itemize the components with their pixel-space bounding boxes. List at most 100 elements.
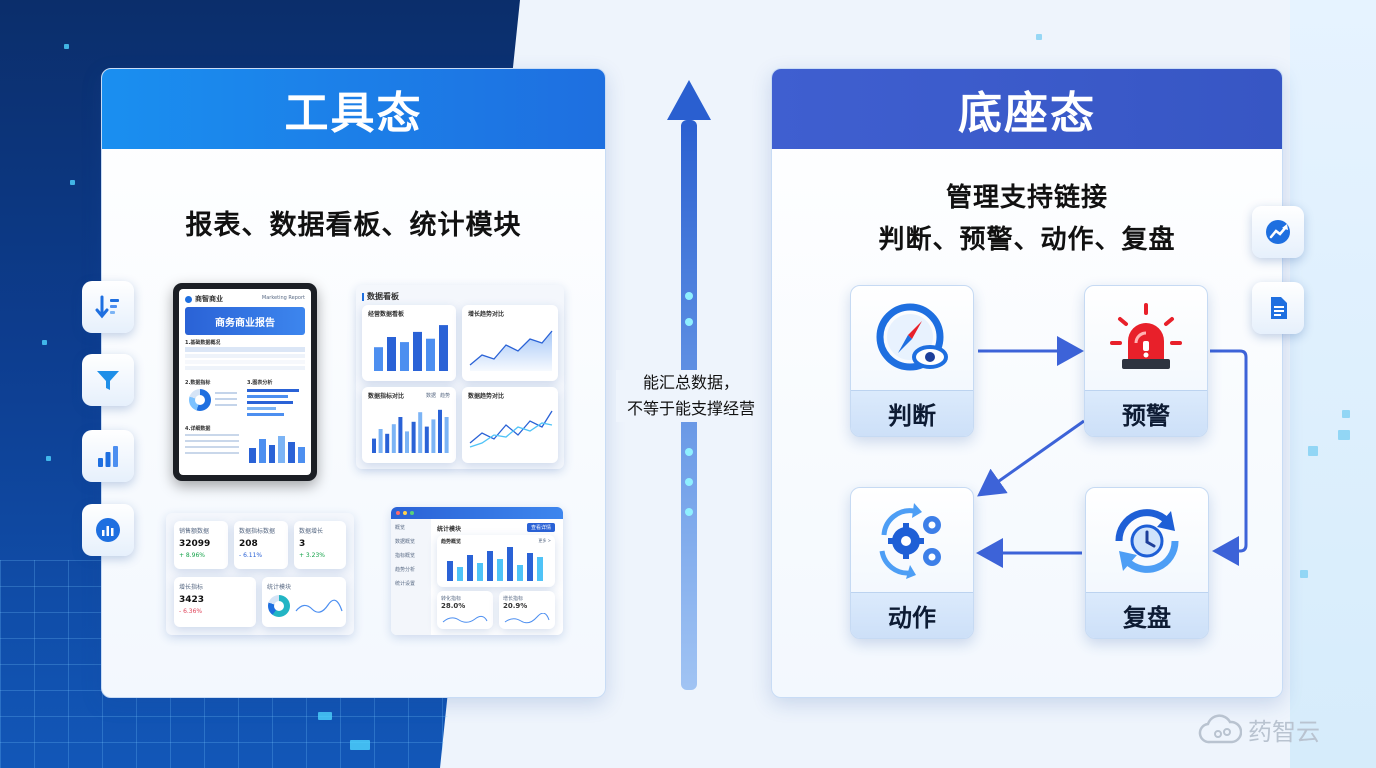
bar-mark: [527, 553, 533, 581]
report-table: [185, 347, 305, 373]
module-sidebar: 概览 数据概览 指标概览 趋势分析 统计设置: [391, 519, 431, 635]
report-banner: 商务商业报告: [185, 307, 305, 335]
alarm-light-icon: [1110, 303, 1182, 369]
report-hbars: [247, 389, 305, 416]
bar-mark: [447, 561, 453, 581]
trend-icon[interactable]: [1252, 206, 1304, 258]
decor-dot: [1338, 430, 1350, 440]
stat-2-change: - 6.11%: [239, 552, 263, 559]
filter-icon[interactable]: [82, 354, 134, 406]
bar-mark: [405, 431, 409, 453]
stat-3-value: 3: [299, 539, 306, 549]
dashboard-card: 数据看板 经营数据看板 增长趋势对比 数据指标对比 数据 趋势 数据趋势对比: [356, 285, 564, 469]
gears-icon: [879, 503, 941, 579]
dashboard-chart-3-title: 数据指标对比: [368, 393, 405, 400]
platform-state-panel: 底座态 管理支持链接 判断、预警、动作、复盘 判断: [771, 68, 1283, 698]
bar-mark: [387, 337, 396, 371]
bar-chart-icon[interactable]: [82, 430, 134, 482]
module-detail-button-label: 查看详情: [530, 525, 551, 531]
bar-mark: [400, 342, 409, 371]
node-review-label: 复盘: [1086, 592, 1208, 638]
analytics-icon[interactable]: [82, 504, 134, 556]
report-vbars: [249, 433, 305, 463]
module-chart-more[interactable]: 更多 >: [538, 538, 551, 543]
report-banner-title: 商务商业报告: [215, 317, 275, 329]
decor-dot: [350, 740, 370, 750]
node-act-label: 动作: [851, 592, 973, 638]
tablet-report: 商智商业 Marketing Report 商务商业报告 1.基础数据概况 2.…: [173, 283, 317, 481]
bar-mark: [467, 555, 473, 581]
report-legend: [215, 392, 237, 406]
node-review[interactable]: 复盘: [1085, 487, 1209, 639]
module-mini-1-line: [442, 615, 488, 623]
middle-caption: 能汇总数据， 不等于能支撑经营: [616, 370, 766, 422]
dashboard-chart-1: 经营数据看板: [362, 305, 456, 381]
decor-dot: [1308, 446, 1318, 456]
report-section-3: 3.图表分析: [247, 380, 273, 386]
dashboard-chart-4-title: 数据趋势对比: [468, 393, 505, 400]
stat-2-label: 数据指标数据: [239, 528, 276, 535]
bar-mark: [507, 547, 513, 581]
bar-mark: [398, 417, 403, 453]
dashboard-chart-1-title: 经营数据看板: [368, 311, 405, 318]
stat-2-value: 208: [239, 539, 258, 549]
stats-card: 销售额数据 32099 + 8.96% 数据指标数据 208 - 6.11% 数…: [166, 513, 354, 635]
decor-dot: [42, 340, 47, 345]
stat-1-value: 32099: [179, 539, 211, 549]
tool-state-panel: 工具态 报表、数据看板、统计模块 商智商业 Marketing Report 商…: [101, 68, 606, 698]
stat-1-label: 销售额数据: [179, 528, 210, 535]
document-icon[interactable]: [1252, 282, 1304, 334]
refresh-clock-icon: [1115, 509, 1179, 573]
module-nav-item[interactable]: 统计设置: [395, 581, 416, 587]
cloud-logo-icon: [1198, 713, 1242, 743]
module-mini-1-label: 转化指标: [441, 596, 462, 602]
stat-tile-3: 数据增长 3 + 3.23%: [294, 521, 346, 569]
module-mini-card-2: 增长指标 20.9%: [499, 591, 555, 629]
bar-mark: [431, 419, 436, 453]
decor-dot: [1300, 570, 1308, 578]
sort-icon[interactable]: [82, 281, 134, 333]
bar-mark: [385, 433, 390, 453]
module-nav-item[interactable]: 数据概览: [395, 539, 416, 545]
node-judge[interactable]: 判断: [850, 285, 974, 437]
decor-dot: [1036, 34, 1042, 40]
decor-dot: [1342, 410, 1350, 418]
stat-1-change: + 8.96%: [179, 552, 205, 559]
brand-name: 药智云: [1248, 718, 1320, 746]
bar-mark: [413, 331, 422, 371]
dashboard-legend-a: 数据: [425, 393, 436, 399]
node-judge-label: 判断: [851, 390, 973, 436]
stat-tile-2: 数据指标数据 208 - 6.11%: [234, 521, 288, 569]
stat-4-change: - 6.36%: [179, 608, 203, 615]
module-detail-button[interactable]: 查看详情: [526, 523, 555, 532]
stat-tile-4: 增长指标 3423 - 6.36%: [174, 577, 256, 627]
stat-4-value: 3423: [179, 595, 205, 605]
bar-mark: [439, 325, 448, 371]
bar-mark: [411, 421, 416, 453]
bar-mark: [426, 338, 435, 371]
bar-mark: [457, 567, 463, 581]
bar-mark: [517, 565, 523, 581]
stat-4-label: 增长指标: [179, 584, 204, 591]
module-nav-item[interactable]: 趋势分析: [395, 567, 416, 573]
bar-mark: [378, 429, 383, 453]
stat-5-label: 统计模块: [267, 584, 292, 591]
brand-logo: 药智云: [1198, 712, 1320, 747]
module-nav-item[interactable]: 指标概览: [395, 553, 416, 559]
bar-mark: [487, 551, 493, 581]
bar-mark: [477, 563, 483, 581]
report-section-1: 1.基础数据概况: [185, 340, 221, 346]
module-bar-chart: [447, 547, 543, 581]
tool-state-title: 工具态: [102, 69, 605, 149]
bar-mark: [424, 426, 429, 453]
bar-mark: [374, 347, 383, 371]
dashboard-bar-chart-2: [372, 409, 449, 453]
module-nav-item[interactable]: 概览: [395, 525, 406, 531]
bar-mark: [537, 557, 543, 581]
node-act[interactable]: 动作: [850, 487, 974, 639]
platform-state-subtitle-2: 判断、预警、动作、复盘: [878, 225, 1176, 255]
dashboard-legend-b: 趋势: [439, 393, 450, 399]
middle-caption-line-2: 不等于能支撑经营: [626, 399, 755, 418]
node-warn[interactable]: 预警: [1084, 285, 1208, 437]
report-detail-lines: [185, 434, 239, 454]
